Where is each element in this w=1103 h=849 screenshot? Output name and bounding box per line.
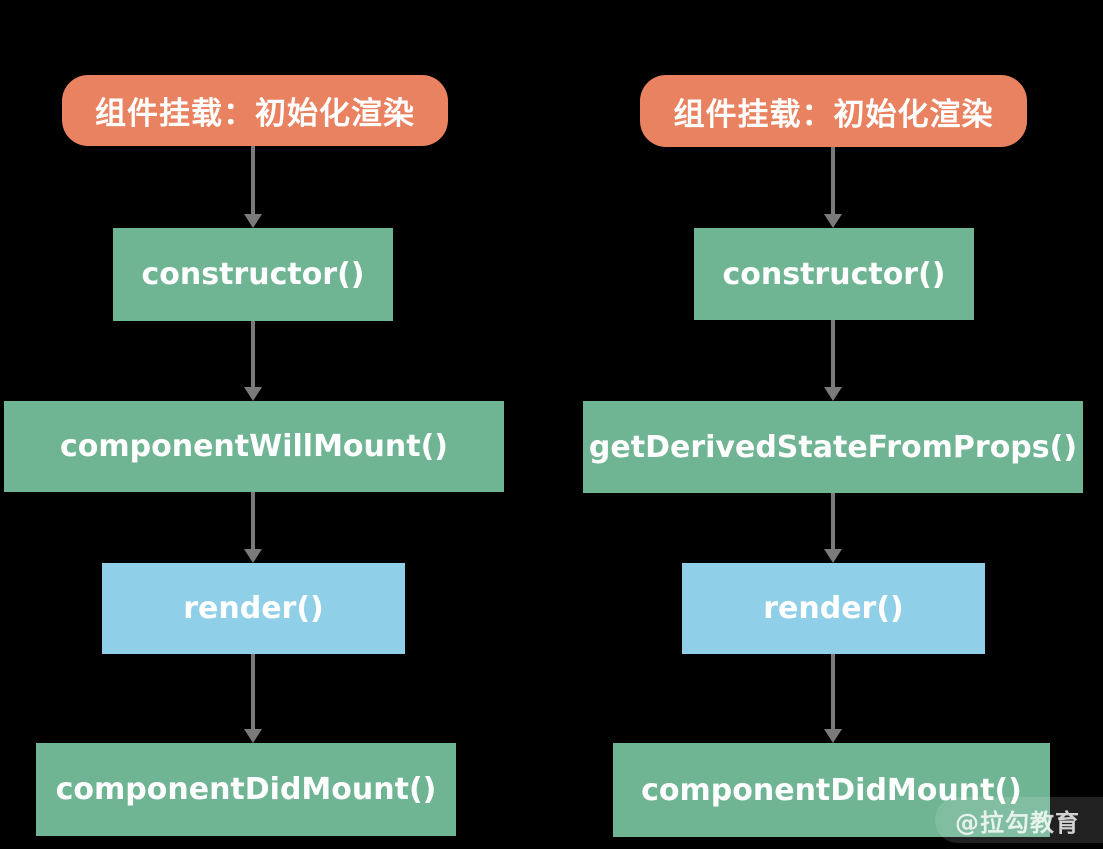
flow-right-start-node: 组件挂载：初始化渲染 (640, 75, 1027, 147)
arrow-down (824, 147, 842, 228)
arrow-head-icon (244, 214, 262, 228)
arrow-shaft (831, 320, 835, 387)
arrow-head-icon (244, 729, 262, 743)
arrow-head-icon (824, 729, 842, 743)
flow-left-constructor-node: constructor() (113, 228, 393, 321)
arrow-shaft (251, 146, 255, 214)
arrow-down (824, 654, 842, 743)
flow-right-didmount-node: componentDidMount() (613, 743, 1050, 837)
arrow-down (244, 146, 262, 228)
arrow-shaft (251, 492, 255, 549)
flow-left-willmount-node: componentWillMount() (4, 401, 504, 492)
arrow-down (244, 654, 262, 743)
flow-right-getderivedstate-node: getDerivedStateFromProps() (583, 401, 1083, 493)
flow-left-render-node: render() (102, 563, 405, 654)
flow-right-constructor-node: constructor() (694, 228, 974, 320)
arrow-head-icon (824, 214, 842, 228)
arrow-down (824, 493, 842, 563)
watermark: @拉勾教育 (935, 797, 1103, 843)
arrow-head-icon (824, 387, 842, 401)
arrow-shaft (831, 493, 835, 549)
flow-left-start-node: 组件挂载：初始化渲染 (62, 75, 448, 146)
arrow-shaft (831, 654, 835, 729)
arrow-shaft (251, 654, 255, 729)
arrow-head-icon (824, 549, 842, 563)
arrow-shaft (831, 147, 835, 214)
arrow-down (244, 321, 262, 401)
arrow-head-icon (244, 387, 262, 401)
arrow-down (824, 320, 842, 401)
flow-left-didmount-node: componentDidMount() (36, 743, 456, 836)
arrow-shaft (251, 321, 255, 387)
arrow-down (244, 492, 262, 563)
arrow-head-icon (244, 549, 262, 563)
flow-right-render-node: render() (682, 563, 985, 654)
